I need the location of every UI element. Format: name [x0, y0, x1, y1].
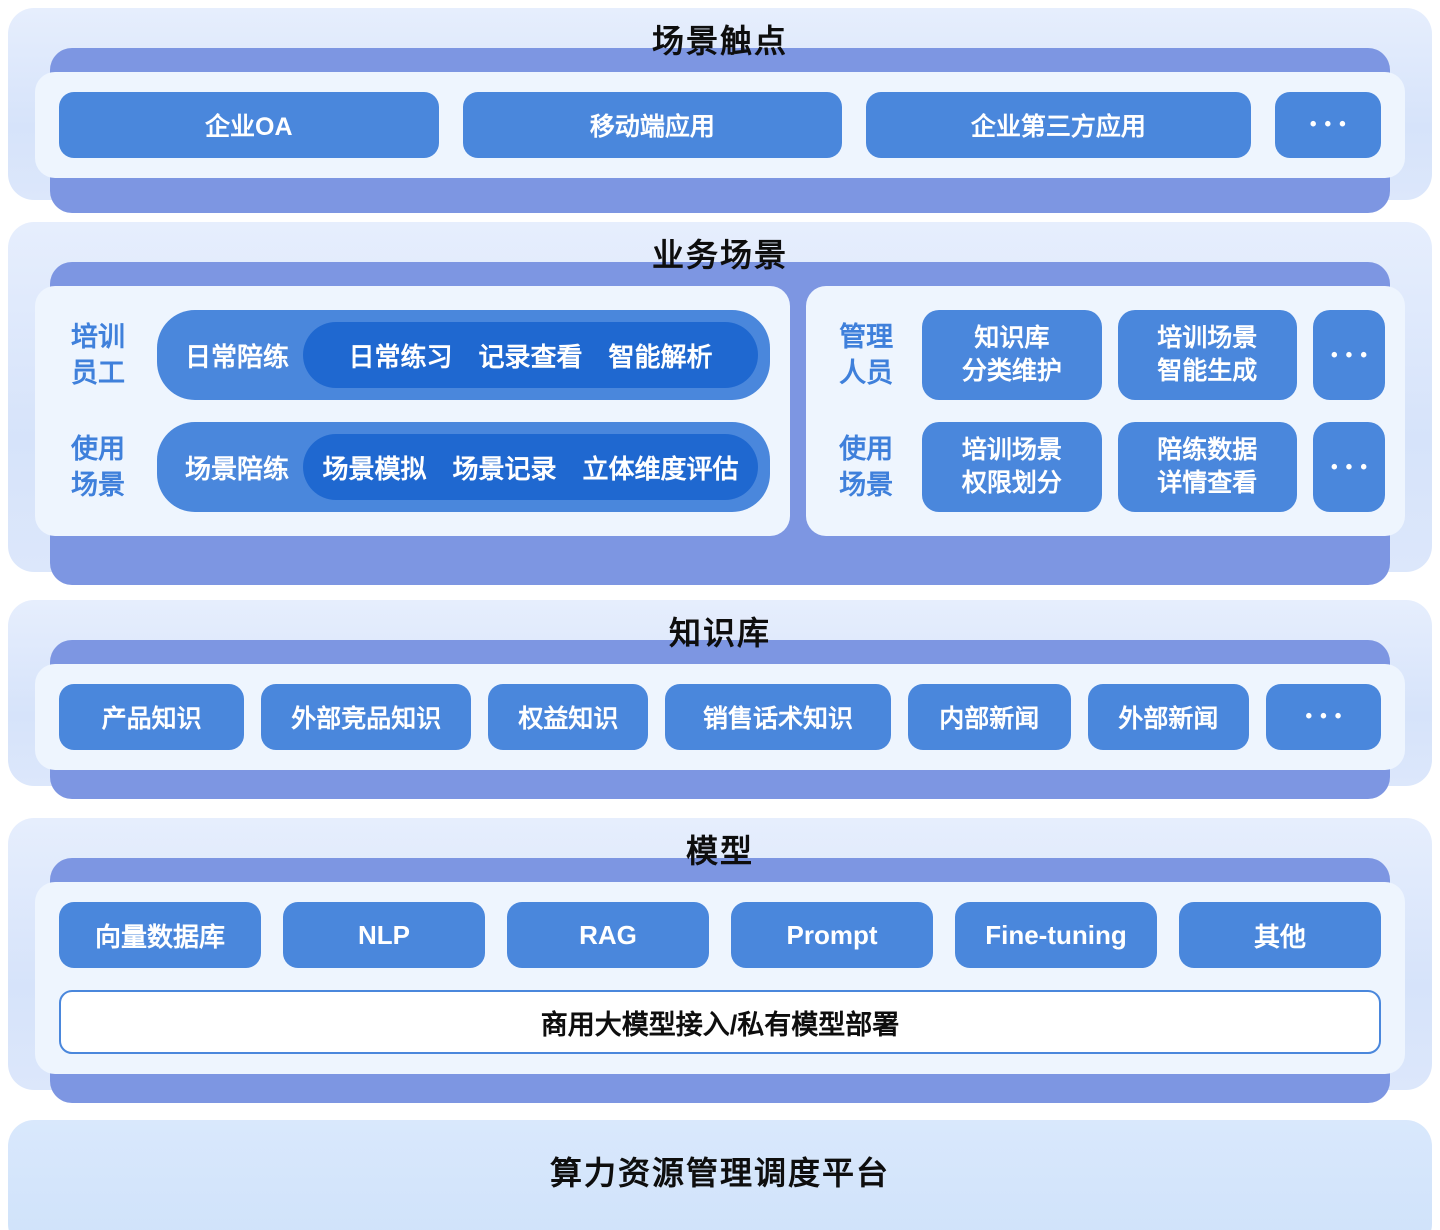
side-label-line: 场景 [71, 470, 125, 500]
node-enterprise-oa: 企业OA [59, 92, 439, 158]
ellipsis-icon: ••• [1305, 706, 1350, 727]
side-label-line: 培训 [71, 322, 125, 352]
node-competitor-knowledge: 外部竞品知识 [261, 684, 472, 750]
node-other: 其他 [1179, 902, 1381, 968]
business-tray-staff: 培训 员工 日常陪练 日常练习 记录查看 智能解析 使用 场景 场景陪练 场景模… [35, 286, 791, 536]
section-compute-platform: 算力资源管理调度平台 [8, 1120, 1432, 1230]
side-label-line: 人员 [839, 358, 894, 388]
side-label-line: 使用 [71, 434, 125, 464]
pill-daily-items: 日常练习 记录查看 智能解析 [303, 322, 759, 388]
manager-side-label-bottom: 使用 场景 [826, 431, 906, 503]
side-label-line: 员工 [71, 358, 125, 388]
node-sparring-data-details: 陪练数据 详情查看 [1117, 422, 1297, 512]
staff-row-daily: 培训 员工 日常陪练 日常练习 记录查看 智能解析 [55, 310, 771, 400]
node-knowledge-more: ••• [1265, 684, 1381, 750]
section-model: 模型 向量数据库 NLP RAG Prompt Fine-tuning 其他 商… [8, 818, 1432, 1103]
node-mobile-app: 移动端应用 [462, 92, 843, 158]
model-tray: 向量数据库 NLP RAG Prompt Fine-tuning 其他 商用大模… [35, 882, 1405, 1074]
chip-line: 培训场景 [1157, 324, 1258, 352]
node-external-news: 外部新闻 [1087, 684, 1249, 750]
pill-daily-label: 日常陪练 [185, 341, 290, 372]
ellipsis-icon: ••• [1309, 114, 1354, 135]
pill-scene-sparring: 场景陪练 场景模拟 场景记录 立体维度评估 [157, 422, 771, 512]
node-scene-generation: 培训场景 智能生成 [1117, 310, 1297, 400]
node-benefits-knowledge: 权益知识 [488, 684, 649, 750]
node-prompt: Prompt [731, 902, 933, 968]
chip-line: 陪练数据 [1157, 436, 1258, 464]
node-fine-tuning: Fine-tuning [955, 902, 1157, 968]
business-trays: 培训 员工 日常陪练 日常练习 记录查看 智能解析 使用 场景 场景陪练 场景模… [35, 286, 1405, 536]
staff-side-label-bottom: 使用 场景 [55, 431, 141, 503]
chip-line: 培训场景 [961, 436, 1062, 464]
node-llm-access-bar: 商用大模型接入/私有模型部署 [59, 990, 1381, 1054]
touchpoints-tray: 企业OA 移动端应用 企业第三方应用 ••• [35, 72, 1405, 178]
node-third-party-app: 企业第三方应用 [866, 92, 1251, 158]
chip-line: 权限划分 [961, 469, 1062, 497]
chip-line: 智能生成 [1157, 357, 1258, 385]
section-title-knowledge: 知识库 [668, 615, 771, 651]
section-title-touchpoints: 场景触点 [651, 23, 788, 59]
knowledge-tray: 产品知识 外部竞品知识 权益知识 销售话术知识 内部新闻 外部新闻 ••• [35, 664, 1405, 770]
pill-scene-label: 场景陪练 [185, 453, 290, 484]
section-title-business: 业务场景 [651, 237, 788, 273]
node-product-knowledge: 产品知识 [59, 684, 245, 750]
side-label-line: 管理 [839, 322, 894, 352]
knowledge-button-row: 产品知识 外部竞品知识 权益知识 销售话术知识 内部新闻 外部新闻 ••• [59, 684, 1381, 750]
side-label-line: 场景 [839, 470, 894, 500]
section-title-compute-platform: 算力资源管理调度平台 [549, 1155, 890, 1191]
touchpoints-button-row: 企业OA 移动端应用 企业第三方应用 ••• [59, 92, 1381, 158]
ellipsis-icon: ••• [1331, 344, 1375, 366]
ellipsis-icon: ••• [1331, 456, 1375, 478]
pill-daily-sparring: 日常陪练 日常练习 记录查看 智能解析 [157, 310, 771, 400]
node-vector-database: 向量数据库 [59, 902, 261, 968]
node-kb-maintenance: 知识库 分类维护 [922, 310, 1102, 400]
section-business-scenes: 业务场景 培训 员工 日常陪练 日常练习 记录查看 智能解析 使用 场景 [8, 222, 1432, 585]
section-touchpoints: 场景触点 企业OA 移动端应用 企业第三方应用 ••• [8, 8, 1432, 213]
node-touchpoints-more: ••• [1274, 92, 1381, 158]
section-knowledge-base: 知识库 产品知识 外部竞品知识 权益知识 销售话术知识 内部新闻 外部新闻 ••… [8, 600, 1432, 799]
node-internal-news: 内部新闻 [907, 684, 1071, 750]
manager-row-top: 管理 人员 知识库 分类维护 培训场景 智能生成 ••• [826, 310, 1385, 400]
node-scene-permissions: 培训场景 权限划分 [922, 422, 1102, 512]
node-nlp: NLP [283, 902, 485, 968]
node-manager-more-bottom: ••• [1313, 422, 1385, 512]
node-manager-more-top: ••• [1313, 310, 1385, 400]
manager-side-label-top: 管理 人员 [826, 319, 906, 391]
staff-row-scene: 使用 场景 场景陪练 场景模拟 场景记录 立体维度评估 [55, 422, 771, 512]
node-rag: RAG [507, 902, 709, 968]
chip-line: 知识库 [974, 324, 1050, 352]
section-title-model: 模型 [685, 833, 754, 869]
staff-side-label-top: 培训 员工 [55, 319, 141, 391]
manager-row-bottom: 使用 场景 培训场景 权限划分 陪练数据 详情查看 ••• [826, 422, 1385, 512]
model-button-row: 向量数据库 NLP RAG Prompt Fine-tuning 其他 [59, 902, 1381, 968]
pill-scene-items: 场景模拟 场景记录 立体维度评估 [303, 434, 759, 500]
chip-line: 分类维护 [961, 357, 1062, 385]
node-sales-script-knowledge: 销售话术知识 [665, 684, 891, 750]
chip-line: 详情查看 [1157, 469, 1258, 497]
business-tray-manager: 管理 人员 知识库 分类维护 培训场景 智能生成 ••• 使用 场景 [806, 286, 1405, 536]
side-label-line: 使用 [839, 434, 894, 464]
